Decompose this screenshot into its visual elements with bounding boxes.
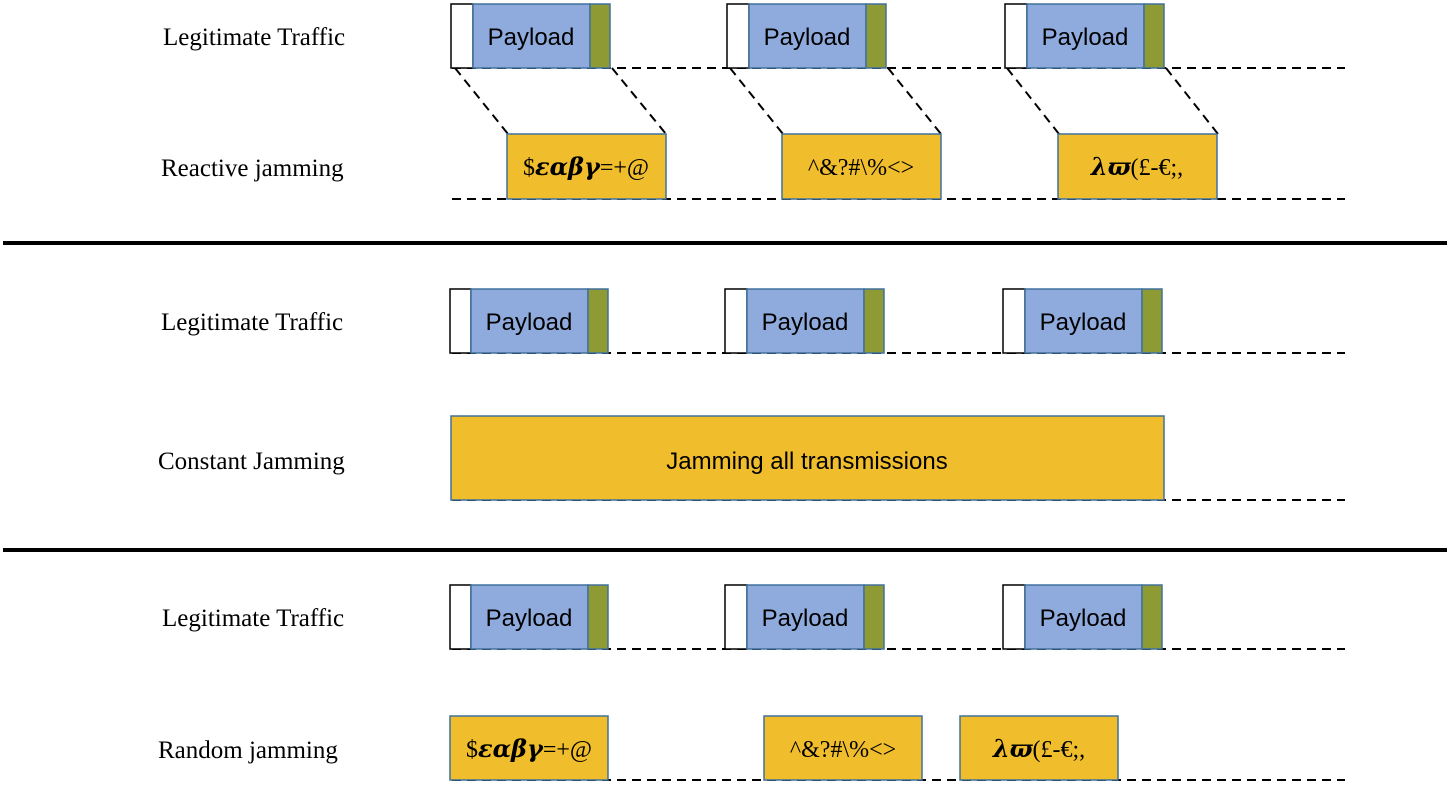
- packet: Payload: [726, 3, 887, 69]
- payload-label: Payload: [488, 24, 575, 51]
- jam-burst-text: λϖ(£-€;,: [992, 734, 1085, 763]
- jam-burst-text: λϖ(£-€;,: [1090, 152, 1183, 181]
- constant-jam-burst: Jamming all transmissions: [450, 415, 1165, 501]
- packet-payload: [748, 3, 867, 69]
- packet-header: [449, 584, 472, 650]
- constant-jam-box: [450, 415, 1165, 501]
- packet: Payload: [724, 288, 885, 354]
- packet-payload: [472, 3, 591, 69]
- packet-trailer: [1141, 288, 1163, 354]
- packet-header: [726, 3, 750, 69]
- jam-burst-text: ^&?#\%<>: [790, 737, 896, 763]
- packet: Payload: [1002, 584, 1163, 650]
- packet-header: [724, 584, 748, 650]
- section-random: Legitimate Traffic Payload Payload Paylo…: [158, 584, 1345, 781]
- row-label-traffic-1: Legitimate Traffic: [163, 24, 345, 51]
- packet: Payload: [724, 584, 885, 650]
- jam-burst-box: [781, 133, 942, 200]
- row-label-traffic-2: Legitimate Traffic: [161, 309, 343, 336]
- jam-burst-box: [506, 133, 667, 200]
- mapping-line: [1165, 67, 1219, 135]
- packet-payload: [746, 584, 865, 650]
- packet: Payload: [1002, 288, 1163, 354]
- mapping-line: [454, 67, 509, 135]
- packet-header: [449, 288, 472, 354]
- row-label-constant: Constant Jamming: [158, 448, 345, 475]
- packet-trailer: [587, 288, 609, 354]
- packet-header: [450, 3, 474, 69]
- packet-trailer: [1143, 3, 1165, 69]
- jam-burst: $εαβγ=+@: [449, 715, 609, 781]
- jam-burst: ^&?#\%<>: [763, 715, 923, 781]
- packet-header: [1002, 288, 1026, 354]
- packet-trailer: [865, 3, 887, 69]
- packet-trailer: [589, 3, 611, 69]
- payload-label: Payload: [1040, 605, 1127, 632]
- jam-burst: $εαβγ=+@: [506, 133, 667, 200]
- payload-label: Payload: [1042, 24, 1129, 51]
- packet-header: [724, 288, 748, 354]
- packet: Payload: [1004, 3, 1165, 69]
- constant-jam-text: Jamming all transmissions: [666, 448, 947, 475]
- jam-burst: λϖ(£-€;,: [959, 715, 1119, 781]
- packet-trailer: [587, 584, 609, 650]
- packet-header: [1004, 3, 1028, 69]
- packet-header: [1002, 584, 1026, 650]
- section-reactive: Legitimate Traffic Payload Payload Paylo…: [161, 3, 1345, 200]
- packet: Payload: [449, 584, 609, 650]
- mapping-line: [729, 67, 784, 135]
- row-label-random: Random jamming: [158, 737, 338, 764]
- jam-burst: λϖ(£-€;,: [1057, 133, 1218, 200]
- payload-label: Payload: [486, 605, 573, 632]
- jam-burst-text: $εαβγ=+@: [523, 152, 649, 181]
- packet: Payload: [450, 3, 611, 69]
- payload-label: Payload: [762, 605, 849, 632]
- payload-label: Payload: [764, 24, 851, 51]
- mapping-line: [1006, 67, 1060, 135]
- jam-burst-box: [959, 715, 1119, 781]
- packet-payload: [1024, 288, 1143, 354]
- packet-trailer: [1141, 584, 1163, 650]
- mapping-line: [611, 67, 667, 135]
- jam-burst-box: [1057, 133, 1218, 200]
- packet-trailer: [863, 584, 885, 650]
- payload-label: Payload: [1040, 309, 1127, 336]
- row-label-traffic-3: Legitimate Traffic: [162, 605, 344, 632]
- packet-payload: [1026, 3, 1145, 69]
- jam-burst-box: [449, 715, 609, 781]
- packet-trailer: [863, 288, 885, 354]
- jam-burst-box: [763, 715, 923, 781]
- payload-label: Payload: [486, 309, 573, 336]
- jam-burst-text: ^&?#\%<>: [808, 155, 914, 181]
- packet-payload: [470, 584, 589, 650]
- mapping-line: [887, 67, 942, 135]
- jam-burst: ^&?#\%<>: [781, 133, 942, 200]
- packet: Payload: [449, 288, 609, 354]
- payload-label: Payload: [762, 309, 849, 336]
- section-constant: Legitimate Traffic Payload Payload Paylo…: [158, 288, 1345, 501]
- row-label-reactive: Reactive jamming: [161, 155, 344, 182]
- jam-burst-text: $εαβγ=+@: [466, 734, 592, 763]
